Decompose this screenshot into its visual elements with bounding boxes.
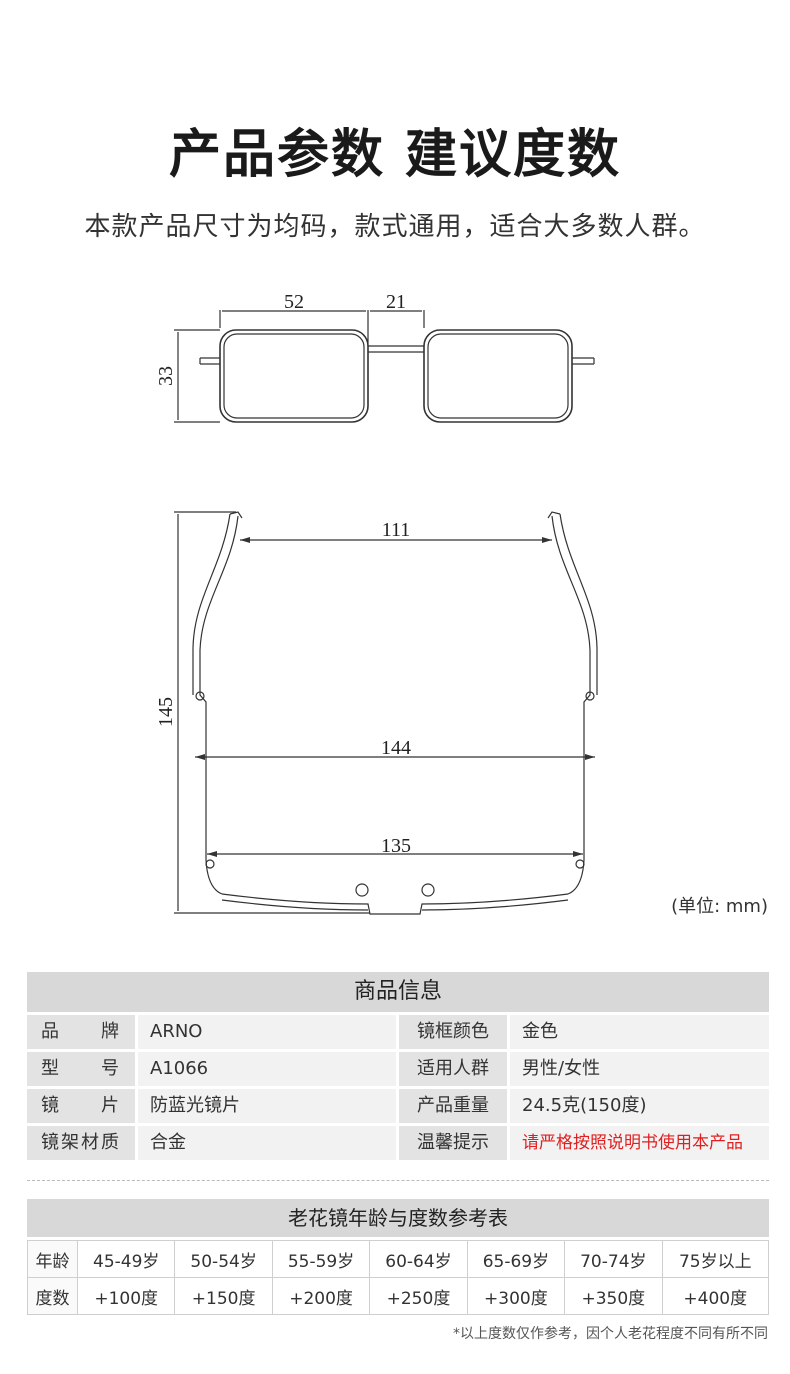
left-temple-tip [229,511,243,519]
product-info-row: 型号 A1066 适用人群 男性/女性 [27,1052,769,1086]
power-row: 度数 +100度 +150度 +200度 +250度 +300度 +350度 +… [27,1277,770,1315]
right-lens-inner [427,333,569,419]
info-key: 产品重量 [399,1089,507,1123]
age-row: 年龄 45-49岁 50-54岁 55-59岁 60-64岁 65-69岁 70… [27,1240,770,1278]
page-title: 产品参数 建议度数 [168,125,622,185]
page-subtitle: 本款产品尺寸为均码，款式通用，适合大多数人群。 [84,212,706,242]
product-info-heading: 商品信息 [27,972,769,1012]
key-char: 型 [41,1058,61,1079]
power-cell: +150度 [174,1277,273,1315]
left-lens-outline [219,329,369,423]
info-value: 防蓝光镜片 [138,1089,396,1123]
product-info-row: 镜片 防蓝光镜片 产品重量 24.5克(150度) [27,1089,769,1123]
info-value: A1066 [138,1052,396,1086]
power-cell: +400度 [661,1277,770,1315]
power-cell: +300度 [466,1277,566,1315]
power-cell: +200度 [271,1277,371,1315]
info-key: 镜架材质 [27,1126,135,1160]
warning-text: 请严格按照说明书使用本产品 [510,1126,769,1160]
key-char: 品 [41,1021,61,1042]
power-row-label: 度数 [27,1277,78,1315]
age-cell: 45-49岁 [76,1240,176,1278]
front-bar [221,893,569,915]
info-key: 镜框颜色 [399,1015,507,1049]
info-key: 品牌 [27,1015,135,1049]
info-value: 24.5克(150度) [510,1089,769,1123]
bridge [368,345,424,353]
power-cell: +350度 [564,1277,663,1315]
info-key: 温馨提示 [399,1126,507,1160]
info-value: 合金 [138,1126,396,1160]
info-value: 男性/女性 [510,1052,769,1086]
right-temple-inner [559,513,598,695]
age-power-table: 年龄 45-49岁 50-54岁 55-59岁 60-64岁 65-69岁 70… [27,1240,770,1315]
section-divider [27,1180,769,1181]
info-key: 镜片 [27,1089,135,1123]
product-info-row: 品牌 ARNO 镜框颜色 金色 [27,1015,769,1049]
right-temple-stub [572,357,595,365]
bridge-width-label: 21 [386,291,406,313]
key-char: 片 [101,1095,121,1116]
reference-note: *以上度数仅作参考，因个人老花程度不同有所不同 [453,1326,768,1342]
front-width-label: 135 [381,835,411,857]
info-value: 金色 [510,1015,769,1049]
age-cell: 55-59岁 [271,1240,371,1278]
age-row-label: 年龄 [27,1240,78,1278]
temple-length-label: 145 [155,697,177,727]
age-cell: 65-69岁 [466,1240,566,1278]
right-temple-tip [547,511,561,519]
info-key: 型号 [27,1052,135,1086]
temple-inner-width-label: 111 [382,519,411,541]
frame-total-width-label: 144 [381,737,411,759]
power-cell: +100度 [76,1277,176,1315]
age-cell: 50-54岁 [174,1240,273,1278]
left-temple-inner [192,513,231,695]
right-temple [551,515,591,895]
info-value: ARNO [138,1015,396,1049]
unit-label: (单位: mm) [671,896,768,917]
age-chart-heading: 老花镜年龄与度数参考表 [27,1199,769,1237]
key-char: 牌 [101,1021,121,1042]
product-info-row: 镜架材质 合金 温馨提示 请严格按照说明书使用本产品 [27,1126,769,1160]
age-cell: 75岁以上 [661,1240,770,1278]
age-cell: 60-64岁 [369,1240,468,1278]
left-lens-inner [223,333,365,419]
left-temple-stub [199,357,220,365]
glasses-dimension-diagram: 52 21 33 111 145 144 135 [155,291,598,915]
left-temple [199,515,239,895]
key-char: 号 [101,1058,121,1079]
right-lens-outline [423,329,573,423]
lens-width-label: 52 [284,291,304,313]
age-cell: 70-74岁 [564,1240,663,1278]
info-key: 适用人群 [399,1052,507,1086]
power-cell: +250度 [369,1277,468,1315]
key-char: 镜 [41,1095,61,1116]
lens-height-label: 33 [155,366,177,386]
